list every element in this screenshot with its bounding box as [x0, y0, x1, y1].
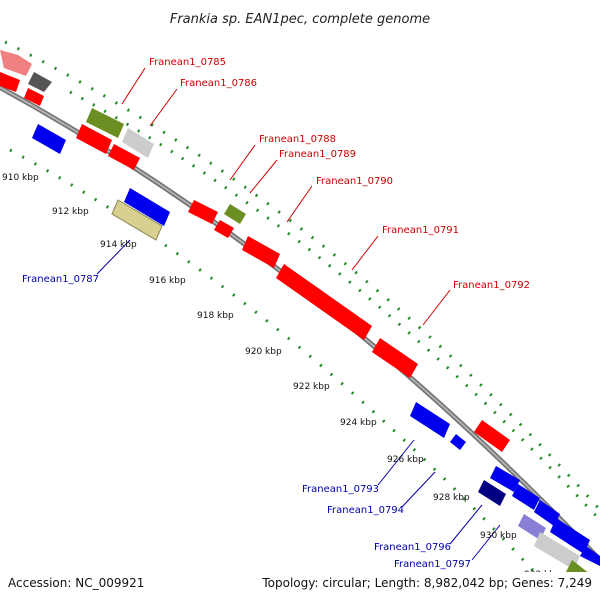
feature-blue[interactable] — [534, 500, 560, 526]
feature-blue[interactable] — [450, 434, 466, 450]
tick-label: 914 kbp — [100, 240, 137, 250]
feature-red[interactable] — [188, 200, 218, 224]
feature-dark[interactable] — [28, 72, 52, 92]
tick-label: 928 kbp — [433, 493, 470, 503]
tick-label: 912 kbp — [52, 207, 89, 217]
feature-blue[interactable] — [32, 124, 66, 154]
feature-blue[interactable] — [512, 484, 540, 510]
feature-green[interactable] — [224, 204, 246, 224]
gene-label[interactable]: Franean1_0790 — [316, 176, 393, 187]
feature-grey[interactable] — [122, 128, 154, 158]
gene-label[interactable]: Franean1_0797 — [394, 559, 471, 570]
feature-red[interactable] — [214, 220, 234, 238]
gene-label[interactable]: Franean1_0789 — [279, 149, 356, 160]
feature-red[interactable] — [108, 144, 140, 170]
gene-label[interactable]: Franean1_0785 — [149, 57, 226, 68]
feature-red[interactable] — [76, 124, 112, 154]
topology-text: Topology: circular; Length: 8,982,042 bp… — [261, 576, 592, 590]
feature-blue[interactable] — [490, 466, 520, 492]
gene-label[interactable]: Franean1_0792 — [453, 280, 530, 291]
forward-features — [0, 50, 590, 592]
gene-label[interactable]: Franean1_0791 — [382, 225, 459, 236]
feature-blue[interactable] — [124, 188, 170, 226]
reverse-callouts — [96, 239, 501, 561]
feature-green[interactable] — [86, 108, 124, 138]
tick-label: 920 kbp — [245, 347, 282, 357]
feature-blue[interactable] — [580, 546, 600, 566]
feature-purple[interactable] — [518, 514, 546, 540]
gene-label[interactable]: Franean1_0786 — [180, 78, 257, 89]
gene-label[interactable]: Franean1_0788 — [259, 134, 336, 145]
feature-blue[interactable] — [410, 402, 450, 438]
feature-navy[interactable] — [478, 480, 506, 506]
gene-label[interactable]: Franean1_0796 — [374, 542, 451, 553]
feature-pink[interactable] — [0, 50, 32, 76]
feature-red[interactable] — [242, 236, 280, 268]
map-title: Frankia sp. EAN1pec, complete genome — [170, 12, 430, 27]
forward-gene-labels: Franean1_0785 Franean1_0786 Franean1_078… — [149, 57, 530, 291]
tick-labels: 910 kbp 912 kbp 914 kbp 916 kbp 918 kbp … — [2, 173, 561, 580]
tick-label: 926 kbp — [387, 455, 424, 465]
feature-red[interactable] — [276, 264, 372, 340]
tick-label: 916 kbp — [149, 276, 186, 286]
feature-khaki[interactable] — [111, 199, 163, 241]
tick-label: 930 kbp — [480, 531, 517, 541]
gene-label[interactable]: Franean1_0787 — [22, 274, 99, 285]
reverse-features — [32, 124, 600, 586]
feature-red[interactable] — [24, 88, 44, 106]
feature-red[interactable] — [0, 72, 20, 92]
feature-red[interactable] — [372, 338, 418, 378]
feature-grey[interactable] — [534, 532, 580, 570]
inner-tick-ring — [9, 148, 562, 600]
forward-callouts — [121, 67, 451, 326]
footer-bar — [0, 572, 600, 600]
gene-label[interactable]: Franean1_0793 — [302, 484, 379, 495]
tick-label: 910 kbp — [2, 173, 39, 183]
feature-red[interactable] — [474, 420, 510, 452]
accession-text: Accession: NC_009921 — [8, 576, 144, 590]
tick-label: 922 kbp — [293, 382, 330, 392]
feature-blue[interactable] — [550, 518, 590, 554]
tick-label: 918 kbp — [197, 311, 234, 321]
gene-label[interactable]: Franean1_0794 — [327, 505, 404, 516]
reverse-gene-labels: Franean1_0787 Franean1_0793 Franean1_079… — [22, 274, 471, 570]
tick-label: 924 kbp — [340, 418, 377, 428]
